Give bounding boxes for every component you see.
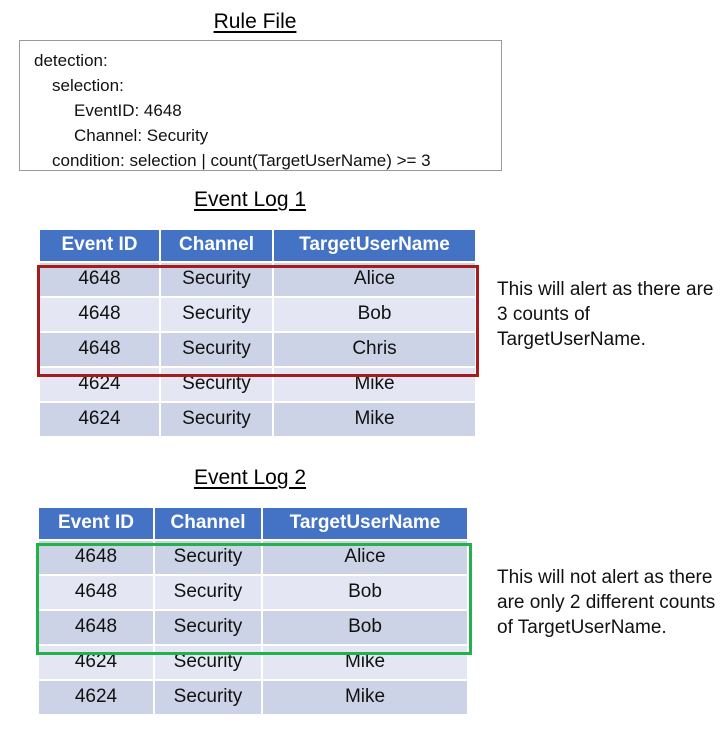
rule-file-box: detection: selection: EventID: 4648 Chan…	[19, 40, 502, 171]
table-row: 4648 Security Bob	[40, 298, 475, 331]
table-row: 4624 Security Mike	[39, 681, 467, 714]
cell-channel: Security	[155, 576, 261, 609]
table-header-row: Event ID Channel TargetUserName	[40, 230, 475, 261]
table-header-row: Event ID Channel TargetUserName	[39, 508, 467, 539]
cell-event-id: 4648	[40, 298, 159, 331]
cell-event-id: 4624	[40, 403, 159, 436]
event-log-1-title: Event Log 1	[193, 188, 307, 211]
cell-target-user-name: Chris	[274, 333, 475, 366]
cell-target-user-name: Alice	[263, 541, 467, 574]
cell-event-id: 4624	[39, 681, 153, 714]
column-header-channel: Channel	[161, 230, 272, 261]
cell-event-id: 4648	[39, 611, 153, 644]
event-log-2-table: Event ID Channel TargetUserName 4648 Sec…	[37, 506, 469, 716]
cell-event-id: 4624	[40, 368, 159, 401]
rule-line-selection: selection:	[52, 76, 124, 95]
rule-line-eventid: EventID: 4648	[74, 101, 182, 120]
cell-channel: Security	[155, 681, 261, 714]
cell-channel: Security	[155, 646, 261, 679]
cell-event-id: 4648	[40, 263, 159, 296]
cell-event-id: 4624	[39, 646, 153, 679]
cell-target-user-name: Bob	[263, 576, 467, 609]
cell-channel: Security	[161, 333, 272, 366]
cell-event-id: 4648	[39, 576, 153, 609]
table-row: 4648 Security Alice	[39, 541, 467, 574]
event-log-1-annotation: This will alert as there are 3 counts of…	[497, 279, 714, 350]
cell-channel: Security	[155, 611, 261, 644]
cell-target-user-name: Mike	[263, 646, 467, 679]
table-row: 4648 Security Bob	[39, 611, 467, 644]
cell-channel: Security	[155, 541, 261, 574]
cell-target-user-name: Mike	[274, 403, 475, 436]
cell-target-user-name: Mike	[274, 368, 475, 401]
cell-channel: Security	[161, 368, 272, 401]
rule-line-condition: condition: selection | count(TargetUserN…	[52, 151, 431, 170]
event-log-1-table: Event ID Channel TargetUserName 4648 Sec…	[38, 228, 477, 438]
column-header-event-id: Event ID	[39, 508, 153, 539]
rule-file-title: Rule File	[213, 10, 297, 33]
table-row: 4624 Security Mike	[40, 368, 475, 401]
cell-channel: Security	[161, 298, 272, 331]
table-row: 4648 Security Alice	[40, 263, 475, 296]
cell-event-id: 4648	[40, 333, 159, 366]
table-row: 4648 Security Chris	[40, 333, 475, 366]
table-row: 4648 Security Bob	[39, 576, 467, 609]
event-log-2-title: Event Log 2	[193, 466, 307, 489]
column-header-event-id: Event ID	[40, 230, 159, 261]
column-header-target-user-name: TargetUserName	[274, 230, 475, 261]
cell-event-id: 4648	[39, 541, 153, 574]
table-row: 4624 Security Mike	[39, 646, 467, 679]
column-header-target-user-name: TargetUserName	[263, 508, 467, 539]
event-log-2-annotation: This will not alert as there are only 2 …	[497, 567, 716, 638]
cell-target-user-name: Alice	[274, 263, 475, 296]
cell-target-user-name: Mike	[263, 681, 467, 714]
cell-channel: Security	[161, 263, 272, 296]
column-header-channel: Channel	[155, 508, 261, 539]
cell-target-user-name: Bob	[274, 298, 475, 331]
rule-line-detection: detection:	[34, 51, 108, 70]
table-row: 4624 Security Mike	[40, 403, 475, 436]
cell-target-user-name: Bob	[263, 611, 467, 644]
rule-line-channel: Channel: Security	[74, 126, 209, 145]
cell-channel: Security	[161, 403, 272, 436]
